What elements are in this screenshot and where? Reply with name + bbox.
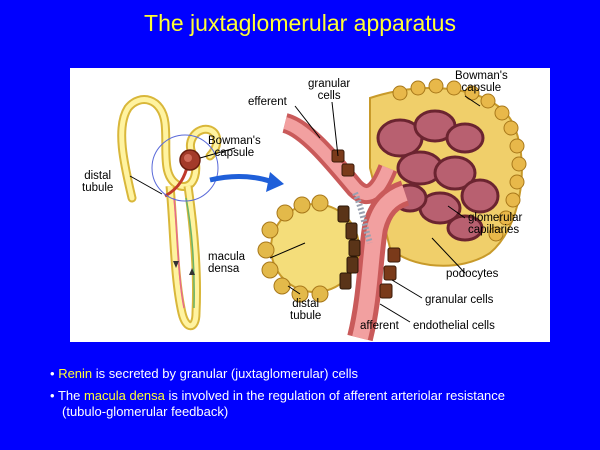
bullet-list: • Renin is secreted by granular (juxtagl…	[50, 366, 595, 426]
label-afferent: afferent	[360, 320, 399, 332]
label-granular-cells-bottom: granular cells	[425, 294, 494, 306]
label-line: granular	[308, 78, 351, 90]
label-bowmans-capsule-right: Bowman's capsule	[455, 70, 508, 94]
label-distal-tubule-left: distal tubule	[82, 170, 113, 194]
bullet-marker: •	[50, 366, 55, 381]
label-line: glomerular	[468, 212, 523, 224]
label-line: Bowman's	[208, 135, 261, 147]
label-line: tubule	[82, 182, 114, 194]
juxtaglomerular-diagram: Bowman's capsule distal tubule efferent …	[70, 68, 550, 342]
label-distal-tubule-right: distal tubule	[290, 298, 321, 322]
label-efferent: efferent	[248, 96, 287, 108]
label-line: cells	[317, 90, 341, 102]
label-glomerular-capillaries: glomerular capillaries	[468, 212, 522, 236]
label-bowmans-capsule-left: Bowman's capsule	[208, 135, 261, 159]
label-line: Bowman's	[455, 70, 508, 82]
label-granular-cells-top: granular cells	[308, 78, 350, 102]
slide-title: The juxtaglomerular apparatus	[144, 10, 456, 36]
bullet-marker: •	[50, 388, 55, 403]
label-line: distal	[84, 170, 112, 182]
label-line: capsule	[461, 82, 502, 94]
label-macula-densa: macula densa	[208, 251, 245, 275]
label-line: distal	[292, 298, 320, 310]
bullet-prefix: The	[54, 388, 84, 403]
label-line: capillaries	[468, 224, 520, 236]
jga-magnified	[129, 78, 527, 342]
bullet-renin: • Renin is secreted by granular (juxtagl…	[50, 366, 595, 382]
bullet-text: is secreted by granular (juxtaglomerular…	[92, 366, 359, 381]
diagram-illustration	[117, 78, 527, 342]
label-line: tubule	[290, 310, 322, 322]
bullet-macula-densa: • The macula densa is involved in the re…	[50, 388, 595, 420]
bullet-text: is involved in the regulation of afferen…	[164, 388, 506, 403]
label-podocytes: podocytes	[446, 268, 499, 280]
label-endothelial-cells: endothelial cells	[413, 320, 495, 332]
label-line: macula	[208, 251, 246, 263]
label-line: capsule	[214, 147, 255, 159]
label-line: densa	[208, 263, 240, 275]
bullet-continuation: (tubulo-glomerular feedback)	[62, 404, 229, 419]
highlight-macula-densa: macula densa	[83, 388, 165, 403]
highlight-renin: Renin	[58, 366, 93, 381]
nephron-overview	[117, 95, 284, 331]
